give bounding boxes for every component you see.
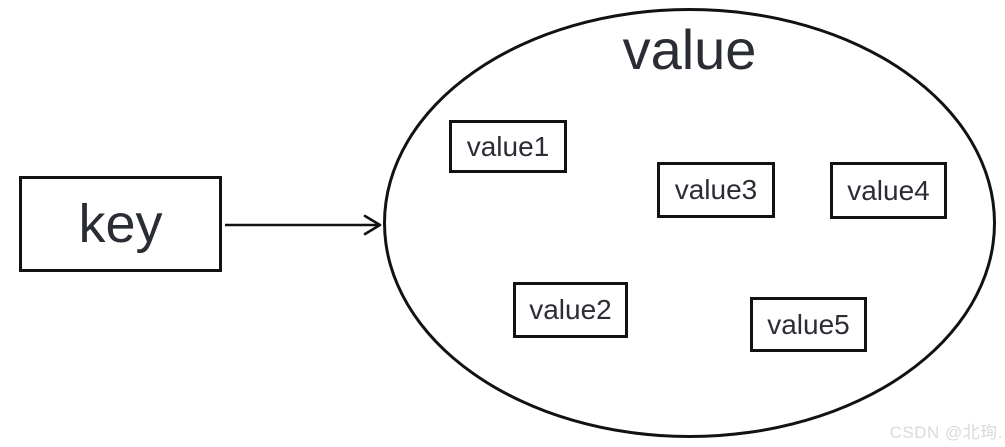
value-node-4: value4 bbox=[830, 162, 947, 219]
value-node-2: value2 bbox=[513, 282, 628, 338]
key-node: key bbox=[19, 176, 222, 272]
value-node-2-label: value2 bbox=[529, 294, 612, 325]
key-node-label: key bbox=[78, 194, 163, 254]
value-set-title: value bbox=[622, 18, 757, 81]
value-node-1-label: value1 bbox=[466, 130, 550, 162]
value-node-1: value1 bbox=[449, 120, 567, 173]
key-to-value-arrow-icon bbox=[225, 214, 382, 236]
value-node-4-label: value4 bbox=[847, 174, 930, 206]
value-node-5: value5 bbox=[750, 297, 867, 352]
csdn-watermark: CSDN @北珣. bbox=[889, 423, 1003, 442]
value-node-5-label: value5 bbox=[767, 308, 850, 340]
value-node-3: value3 bbox=[657, 162, 775, 218]
value-set-ellipse bbox=[383, 8, 996, 438]
value-node-3-label: value3 bbox=[674, 174, 758, 205]
